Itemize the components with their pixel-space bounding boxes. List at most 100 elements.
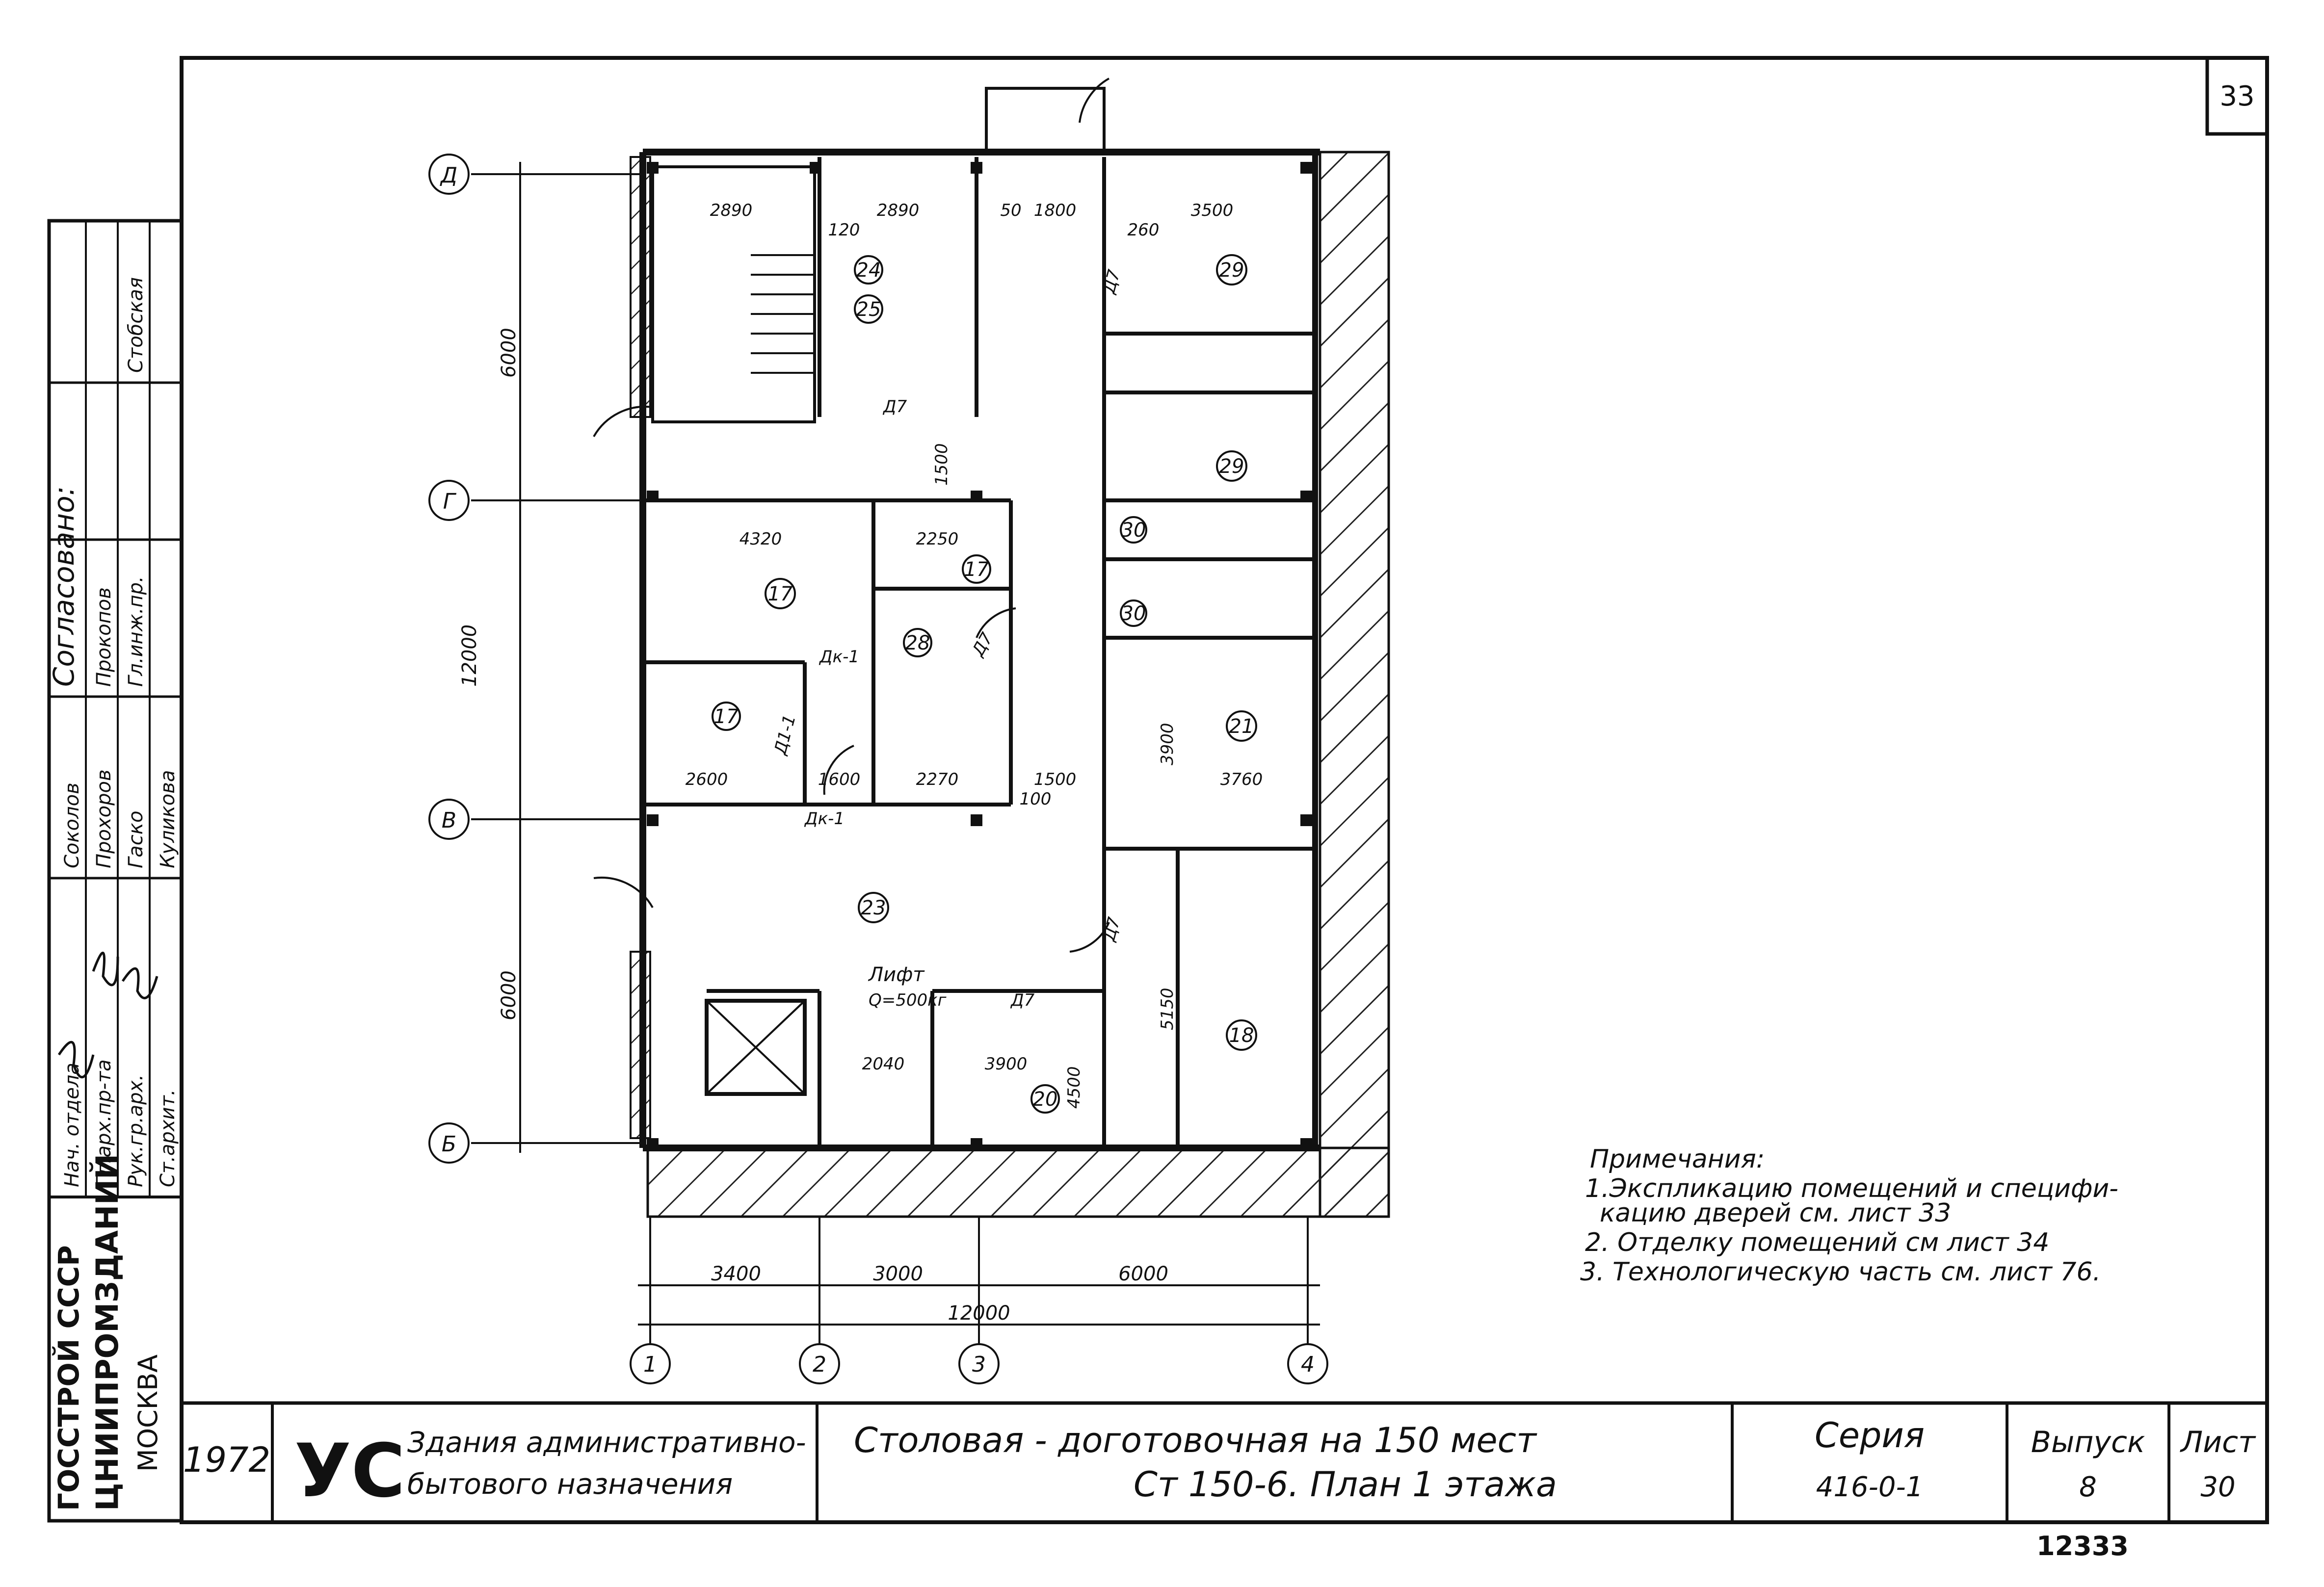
door-d7-d: Д7: [1010, 990, 1035, 1010]
approval-sign-2: Гл.инж.пр.: [125, 576, 147, 687]
room-18: 18: [1229, 1024, 1254, 1047]
signature-3: [121, 967, 158, 999]
room-30-b: 30: [1121, 602, 1146, 625]
axis-col-4: 4: [1301, 1352, 1315, 1377]
tb-sheet-value: 30: [2200, 1471, 2235, 1503]
col-dim-3000: 3000: [873, 1263, 923, 1285]
door-dk1-a: Дк-1: [819, 647, 859, 667]
notes-title: Примечания:: [1590, 1145, 1765, 1174]
door-d1-1: Д1-1: [770, 713, 800, 758]
door-d7-a: Д7: [882, 397, 907, 416]
title-block: 1972 УС Здания административно- бытового…: [182, 1401, 2267, 1522]
inner-dimensions: 2890 2890 3500 4320 2250 2600 1600 2270 …: [686, 201, 1263, 1109]
room-17-c: 17: [714, 705, 739, 728]
note-1: 1.Экспликацию помещений и специфи-: [1585, 1174, 2118, 1203]
approval-role-4: Ст.архит.: [157, 1089, 179, 1187]
approval-name-1: Соколов: [61, 782, 83, 868]
dim-1800: 1800: [1034, 201, 1077, 220]
lift-capacity: Q=500кг: [869, 990, 947, 1010]
dim-260: 260: [1128, 220, 1160, 240]
dim-2270: 2270: [916, 770, 959, 789]
org-line-1: ГОССТРОЙ СССР: [52, 1245, 85, 1511]
dim-2250: 2250: [916, 529, 959, 549]
signature-1: [57, 1041, 95, 1079]
signature-2: [92, 952, 119, 987]
door-d7-b: Д7: [968, 629, 997, 660]
page-number: 33: [2219, 80, 2254, 112]
note-2: 2. Отделку помещений см лист 34: [1585, 1228, 2049, 1257]
tb-year: 1972: [183, 1440, 270, 1480]
room-21: 21: [1229, 715, 1254, 738]
tb-series-value: 416-0-1: [1816, 1471, 1924, 1503]
dim-1600: 1600: [818, 770, 861, 789]
dim-5150: 5150: [1158, 988, 1177, 1030]
dim-2890-a: 2890: [710, 201, 753, 220]
approval-sign-1: Прокопов: [93, 587, 115, 687]
room-24: 24: [856, 259, 881, 282]
dim-3500: 3500: [1191, 201, 1234, 220]
site-hatch-right: [1319, 151, 1390, 1218]
dim-50: 50: [1000, 201, 1021, 220]
stamp-number: 12333: [2036, 1531, 2129, 1561]
tb-issue-value: 8: [2079, 1471, 2097, 1503]
lift-label: Лифт: [868, 963, 925, 986]
tb-sheet-label: Лист: [2180, 1425, 2256, 1459]
approval-role-1: Нач. отдела: [61, 1063, 83, 1187]
dim-4500: 4500: [1064, 1066, 1084, 1109]
dim-1500: 1500: [1034, 770, 1077, 789]
tb-issue-label: Выпуск: [2031, 1425, 2145, 1459]
room-17-b: 17: [964, 558, 989, 581]
row-dim-6000-top: 6000: [498, 328, 520, 378]
room-labels: 24 25 29 29 30 30 17 17 17 28 21 23 20: [712, 254, 1257, 1114]
org-line-2: ЦНИИПРОМЗДАНИЙ: [89, 1154, 125, 1511]
col-dim-3400: 3400: [711, 1263, 761, 1285]
dim-2890-b: 2890: [877, 201, 920, 220]
dim-3900: 3900: [985, 1054, 1028, 1074]
notes: Примечания: 1.Экспликацию помещений и сп…: [1580, 1145, 2118, 1287]
tb-series-label: Серия: [1815, 1415, 1925, 1456]
tb-category-1: Здания административно-: [407, 1426, 806, 1459]
tb-logo: УС: [294, 1429, 405, 1514]
axis-row-v: В: [442, 808, 456, 833]
room-30-a: 30: [1121, 519, 1146, 542]
room-17-a: 17: [768, 583, 793, 605]
door-dk1-b: Дк-1: [804, 809, 845, 829]
tb-category-2: бытового назначения: [407, 1467, 733, 1501]
org-block: ГОССТРОЙ СССР ЦНИИПРОМЗДАНИЙ МОСКВА: [52, 1154, 163, 1511]
room-28: 28: [905, 632, 930, 654]
axis-col-2: 2: [813, 1352, 826, 1377]
left-strip-frame: [47, 219, 184, 1523]
axis-col-1: 1: [643, 1352, 657, 1377]
room-20: 20: [1033, 1088, 1058, 1111]
approval-name-4: Куликова: [157, 770, 179, 868]
approval-sign-3: Стобская: [125, 277, 147, 373]
col-dim-6000: 6000: [1118, 1263, 1168, 1285]
axis-row-g: Г: [443, 489, 457, 514]
axis-row-d: Д: [440, 163, 457, 188]
approval-role-2: Гл.арх.пр-та: [93, 1059, 115, 1187]
room-23: 23: [861, 897, 886, 919]
lift-shaft: [705, 999, 807, 1096]
dim-4320: 4320: [739, 529, 782, 549]
row-dim-6000-bottom: 6000: [498, 970, 520, 1020]
tb-project-2: Ст 150-6. План 1 этажа: [1134, 1464, 1557, 1505]
door-marks: Д7 Д7 Д7 Д7 Д7 Дк-1 Дк-1 Д1-1: [770, 267, 1125, 1010]
approval-name-3: Гаско: [125, 811, 147, 868]
grid-axes: Д Г В Б 6000 12000 6000 1 2 3 4 3400 300…: [428, 154, 1328, 1384]
axis-row-b: Б: [442, 1132, 456, 1157]
note-1-cont: кацию дверей см. лист 33: [1600, 1198, 1951, 1228]
room-29-b: 29: [1219, 455, 1244, 478]
site-hatch-bottom: [646, 1146, 1390, 1218]
axis-col-3: 3: [972, 1352, 986, 1377]
room-25: 25: [856, 298, 881, 321]
col-dim-total: 12000: [948, 1302, 1010, 1325]
dim-3900-b: 3900: [1158, 723, 1177, 765]
room-29-a: 29: [1219, 259, 1244, 282]
tb-project-1: Столовая - доготовочная на 150 мест: [854, 1420, 1537, 1460]
dim-2040: 2040: [862, 1054, 905, 1074]
page-number-box: [2205, 56, 2269, 136]
floor-plan: 24 25 29 29 30 30 17 17 17 28 21 23 20: [593, 78, 1390, 1218]
dim-120: 120: [828, 220, 860, 240]
dim-1500-b: 1500: [932, 443, 951, 486]
